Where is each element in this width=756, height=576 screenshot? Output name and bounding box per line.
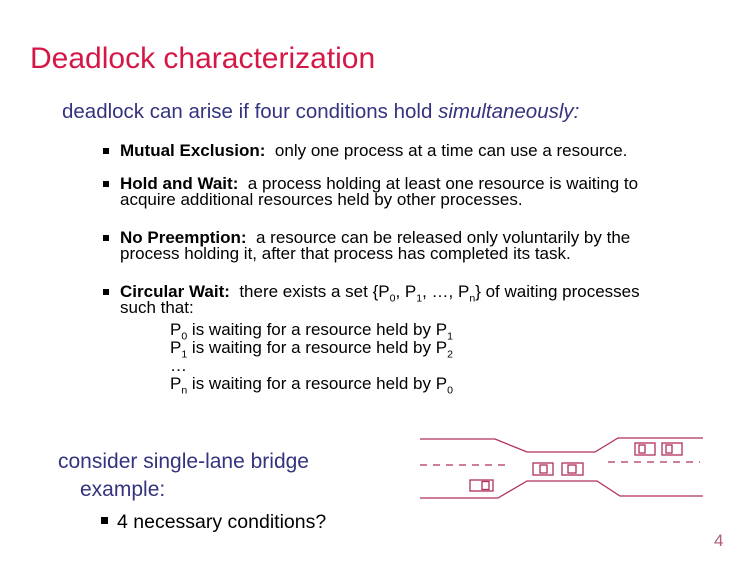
bridge-bullet-text: 4 necessary conditions? <box>117 511 327 533</box>
car-body <box>561 462 584 476</box>
bullet-line: Mutual Exclusion: only one process at a … <box>120 141 683 160</box>
car-approaching-from-right-2 <box>661 442 683 456</box>
car-body <box>469 479 494 492</box>
bridge-example-bullet: 4 necessary conditions? <box>58 508 326 536</box>
subtitle-text: deadlock can arise if four conditions ho… <box>62 100 439 123</box>
bullet-line: such that: <box>120 297 194 317</box>
bullet-line: acquire additional resources held by oth… <box>120 189 523 209</box>
chain-line-p0: P0 is waiting for a resource held by P1 <box>170 320 453 343</box>
car-approaching-from-left <box>469 479 494 492</box>
bullet-line: No Preemption: a resource can be release… <box>120 228 683 247</box>
subtitle-emphasis: simultaneously: <box>438 100 580 123</box>
bullet-mutual-exclusion: Mutual Exclusion: only one process at a … <box>103 141 683 160</box>
bullet-lead: Circular Wait: <box>120 282 230 301</box>
subtitle: deadlock can arise if four conditions ho… <box>62 100 579 124</box>
bridge-example-text: consider single-lane bridge example: 4 n… <box>58 448 326 536</box>
bullet-text: only one process at a time can use a res… <box>265 141 628 160</box>
square-bullet-icon <box>103 148 109 154</box>
chain-line-p1: P1 is waiting for a resource held by P2 <box>170 338 453 361</box>
bullet-lead: No Preemption: <box>120 228 247 247</box>
square-bullet-icon <box>103 181 109 187</box>
bullet-text: a resource can be released only voluntar… <box>246 228 631 247</box>
bullet-line: process holding it, after that process h… <box>120 243 571 263</box>
bullet-circular-wait: Circular Wait: there exists a set {P0, P… <box>103 282 683 397</box>
car-body <box>532 462 554 476</box>
road-top-outline <box>420 437 703 453</box>
car-windshield <box>539 464 548 474</box>
slide-title: Deadlock characterization <box>30 42 376 75</box>
circular-wait-chain: P0 is waiting for a resource held by P1 … <box>120 320 683 397</box>
condition-list: Mutual Exclusion: only one process at a … <box>103 141 683 397</box>
car-on-bridge-right <box>561 462 584 476</box>
bridge-diagram <box>420 437 703 499</box>
bullet-text: a process holding at least one resource … <box>238 174 639 193</box>
bridge-example-line2: example: <box>80 478 166 501</box>
car-body <box>661 442 683 456</box>
square-bullet-icon <box>103 289 109 295</box>
bullet-line: Circular Wait: there exists a set {P0, P… <box>120 282 640 305</box>
bullet-line: Hold and Wait: a process holding at leas… <box>120 174 683 193</box>
bullet-lead: Mutual Exclusion: <box>120 141 266 160</box>
bullet-hold-and-wait: Hold and Wait: a process holding at leas… <box>103 174 683 209</box>
page-number: 4 <box>714 531 724 550</box>
square-bullet-icon <box>101 517 108 524</box>
car-body <box>634 442 656 456</box>
car-windshield <box>481 480 490 491</box>
road-bottom-outline <box>420 480 703 499</box>
bullet-no-preemption: No Preemption: a resource can be release… <box>103 228 683 263</box>
chain-line-pn: Pn is waiting for a resource held by P0 <box>170 374 453 397</box>
car-on-bridge-left <box>532 462 554 476</box>
car-windshield <box>567 464 577 474</box>
car-windshield <box>665 444 673 454</box>
bridge-example-line1: consider single-lane bridge <box>58 450 309 473</box>
square-bullet-icon <box>103 235 109 241</box>
car-windshield <box>638 444 646 454</box>
chain-line-ellipsis: … <box>170 356 187 375</box>
bullet-lead: Hold and Wait: <box>120 174 239 193</box>
car-approaching-from-right-1 <box>634 442 656 456</box>
